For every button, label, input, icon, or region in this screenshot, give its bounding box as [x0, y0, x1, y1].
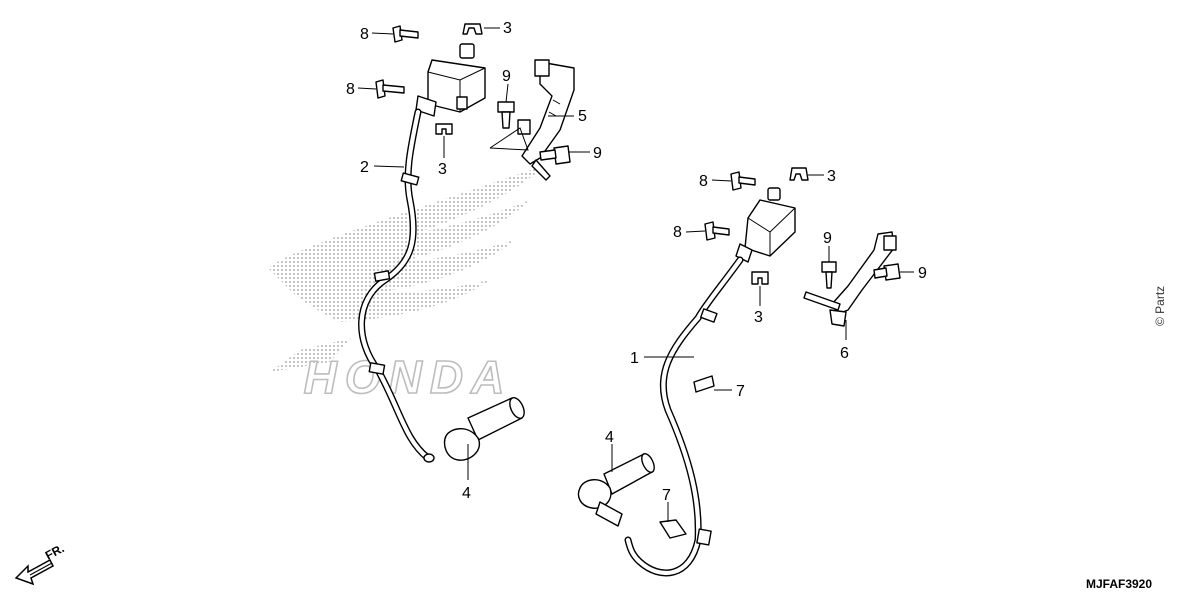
callout-5: 5	[578, 108, 587, 125]
callout-6: 6	[840, 345, 849, 362]
callout-7: 7	[662, 487, 671, 504]
callout-4: 4	[605, 429, 614, 446]
leader-lines	[357, 27, 914, 522]
copyright-text: © Partz	[1153, 286, 1167, 326]
callout-3: 3	[503, 20, 512, 37]
left-spark-plug-cap[interactable]	[443, 395, 528, 461]
diagram-code: MJFAF3920	[1086, 577, 1152, 591]
right-bolts[interactable]	[704, 171, 901, 289]
honda-wing-watermark	[268, 165, 545, 372]
callout-3: 3	[754, 309, 763, 326]
callout-8: 8	[360, 26, 369, 43]
callout-8: 8	[699, 173, 708, 190]
callout-8: 8	[673, 224, 682, 241]
callout-9: 9	[593, 145, 602, 162]
left-clips[interactable]	[435, 23, 483, 135]
callout-labels: 8 3 8 9 5 3 9 2 4 8 3 8 9 9 3 6 1 7 4 7	[346, 20, 927, 504]
front-direction-arrow: FR.	[14, 541, 67, 586]
callout-9: 9	[502, 68, 511, 85]
callout-8: 8	[346, 81, 355, 98]
callout-9: 9	[823, 230, 832, 247]
callout-3: 3	[438, 161, 447, 178]
callout-2: 2	[360, 159, 369, 176]
watermark-text: HONDA	[304, 351, 513, 403]
callout-9: 9	[918, 265, 927, 282]
callout-3: 3	[827, 168, 836, 185]
left-ignition-coil[interactable]	[415, 43, 486, 117]
left-bolts[interactable]	[375, 25, 571, 165]
right-high-tension-cord[interactable]	[624, 256, 744, 577]
direction-label: FR.	[43, 541, 67, 562]
right-clips[interactable]	[751, 167, 809, 285]
right-ignition-coil[interactable]	[735, 187, 796, 263]
right-spark-plug-cap[interactable]	[577, 452, 657, 527]
callout-4: 4	[462, 485, 471, 502]
callout-7: 7	[736, 383, 745, 400]
right-bracket[interactable]	[803, 231, 897, 327]
honda-logo-watermark: HONDA	[303, 350, 513, 404]
cord-clamps[interactable]	[659, 375, 715, 539]
left-bracket[interactable]	[517, 59, 575, 181]
callout-1: 1	[630, 350, 639, 367]
left-high-tension-cord[interactable]	[358, 108, 435, 463]
